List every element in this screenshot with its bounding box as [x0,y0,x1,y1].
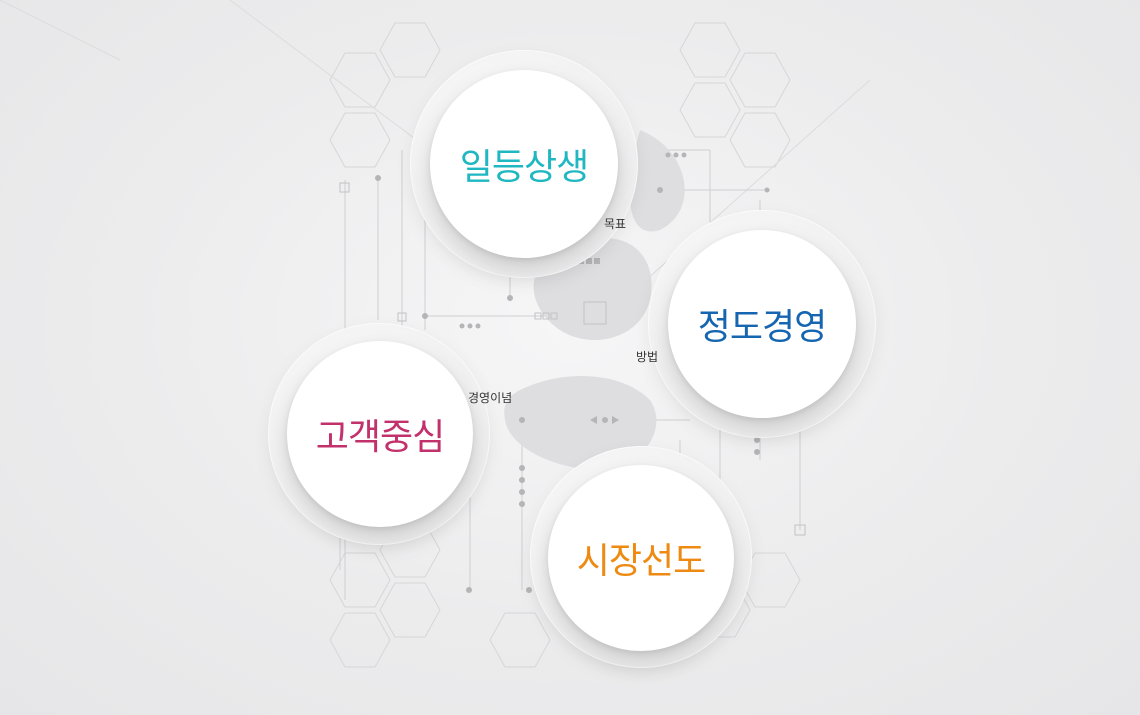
node-left-label: 고객중심 [315,417,445,458]
node-right-label: 정도경영 [697,307,827,348]
node-top-label: 일등상생 [459,147,589,188]
node-bottom-label: 시장선도 [576,541,706,582]
node-left: 고객중심 [287,341,473,527]
connector-philosophy-label: 경영이념 [468,391,513,405]
node-top: 일등상생 [430,70,618,258]
circuit-boxes [339,182,806,536]
node-right: 정도경영 [668,230,856,418]
connector-method-label: 방법 [636,350,659,364]
node-bottom: 시장선도 [548,465,734,651]
connector-goal-label: 목표 [604,217,627,231]
